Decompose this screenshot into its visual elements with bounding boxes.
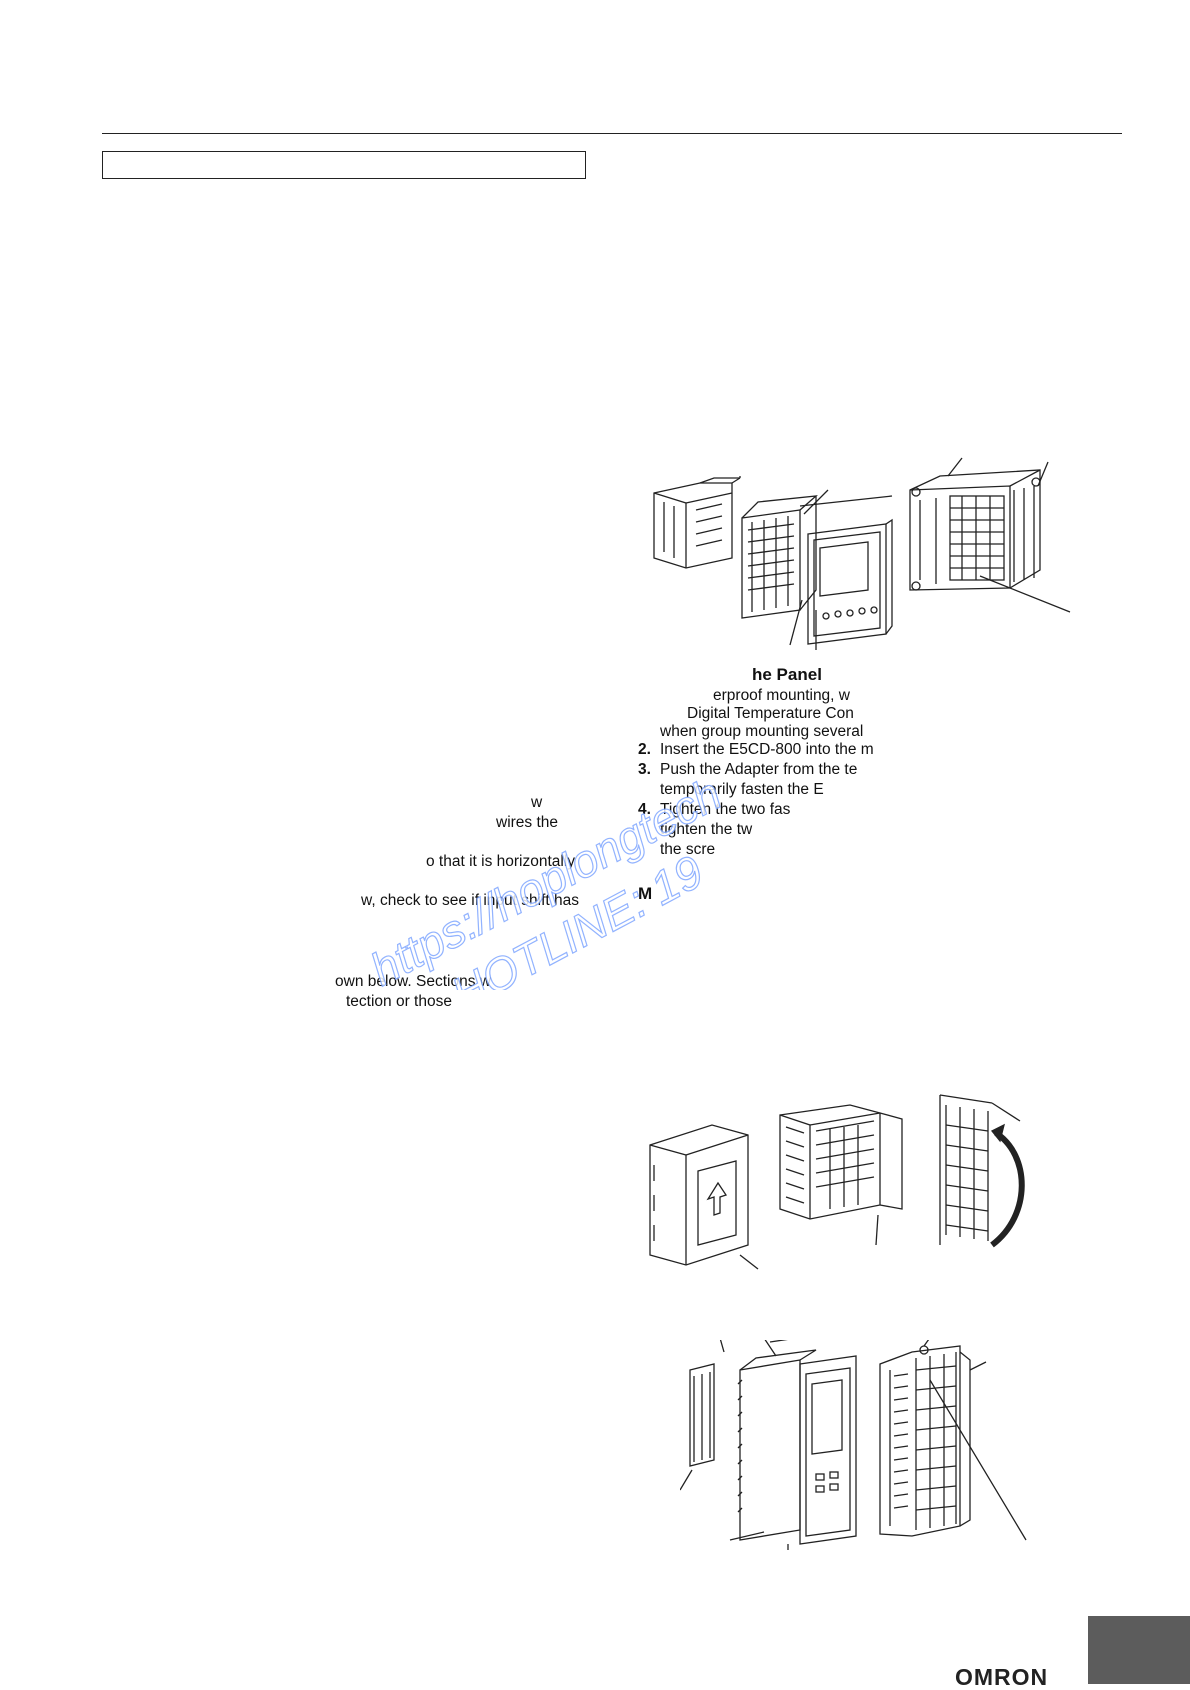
subheading: M (638, 884, 653, 903)
step-line: the scre (660, 841, 716, 858)
step-line: temporarily fasten the E (660, 781, 824, 798)
section-title-box (102, 151, 586, 179)
left-text-line: w, check to see if input shift has (361, 892, 579, 909)
mounting-figure-top (653, 457, 1071, 650)
left-text-line: tection or those (346, 993, 452, 1010)
step-line: tighten the tw (660, 821, 753, 838)
intro-line: when group mounting several (660, 723, 864, 740)
omron-logo: OMRON (955, 1664, 1049, 1690)
step-line: Insert the E5CD-800 into the m (660, 741, 874, 758)
step-line: Push the Adapter from the te (660, 761, 858, 778)
left-text-line: own below. Sections w (335, 973, 491, 990)
step-number: 2. (638, 741, 651, 758)
step-line: Tighten the two fas (660, 801, 791, 818)
mounting-figure-bottom (680, 1340, 1027, 1550)
step-number: 3. (638, 761, 651, 778)
left-text-line: wires the (496, 814, 559, 831)
top-rule (102, 133, 1122, 134)
left-text-line: o that it is horizontally (426, 853, 576, 870)
step-number: 4. (638, 801, 651, 818)
intro-line: Digital Temperature Con (687, 705, 854, 722)
left-text-line: w (531, 794, 543, 811)
adapter-figure-middle (649, 1094, 1025, 1270)
section-heading: he Panel (752, 665, 822, 684)
page-tab (1088, 1616, 1190, 1684)
intro-line: erproof mounting, w (713, 687, 850, 704)
